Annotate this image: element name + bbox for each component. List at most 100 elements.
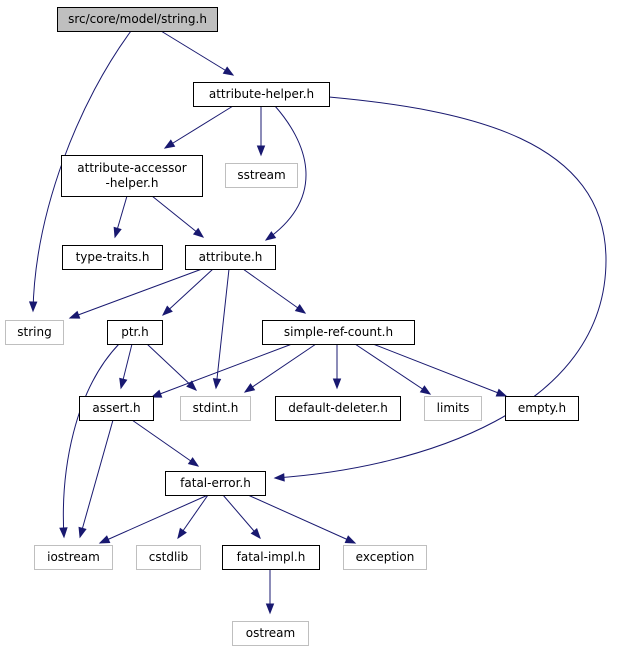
node-label: simple-ref-count.h <box>284 325 393 339</box>
arrowhead-icon <box>119 377 128 390</box>
nodes-layer: src/core/model/string.h attribute-helper.… <box>5 7 579 646</box>
edge-assert-h-to-fatal-error-h <box>131 419 200 467</box>
node-empty-h[interactable]: empty.h <box>505 396 579 421</box>
node-box <box>225 163 298 188</box>
edge-line <box>274 96 607 479</box>
node-label: iostream <box>47 550 100 564</box>
node-box <box>275 396 401 421</box>
node-box <box>232 621 309 646</box>
node-box <box>62 245 163 270</box>
node-attribute-helper-h[interactable]: attribute-helper.h <box>193 82 330 107</box>
node-label: empty.h <box>518 401 566 415</box>
edge-simple-ref-count-h-to-limits <box>354 343 432 395</box>
edge-attribute-helper-h-to-attribute-h <box>264 105 307 241</box>
edge-line <box>69 268 203 319</box>
edge-attribute-h-to-ptr-h <box>161 268 214 316</box>
edge-line <box>146 343 197 391</box>
node-simple-ref-count-h[interactable]: simple-ref-count.h <box>262 320 415 345</box>
edge-attribute-helper-h-to-fatal-error-h <box>273 96 607 482</box>
edge-line <box>160 30 234 76</box>
edge-line <box>354 343 431 395</box>
edge-attribute-accessor-helper-h-to-attribute-h <box>151 195 205 238</box>
arrowhead-icon <box>177 527 187 540</box>
edge-simple-ref-count-h-to-stdint-h <box>243 343 317 393</box>
edge-assert-h-to-iostream <box>78 419 114 539</box>
node-box <box>180 396 251 421</box>
arrowhead-icon <box>187 457 200 467</box>
edge-fatal-error-h-to-fatal-impl-h <box>222 494 261 540</box>
edge-attribute-helper-h-to-sstream <box>256 106 266 157</box>
node-box <box>136 545 201 570</box>
edge-line <box>247 494 356 544</box>
node-label: sstream <box>237 168 285 182</box>
arrowhead-icon <box>78 526 87 539</box>
node-type-traits-h[interactable]: type-traits.h <box>62 245 163 270</box>
arrowhead-icon <box>294 304 307 314</box>
edge-simple-ref-count-h-to-assert-h <box>150 343 293 398</box>
edge-attribute-h-to-simple-ref-count-h <box>242 268 307 314</box>
node-label: stdint.h <box>193 401 239 415</box>
arrowhead-icon <box>495 388 508 397</box>
node-stdint-h: stdint.h <box>180 396 251 421</box>
node-limits: limits <box>424 396 482 421</box>
node-label: -helper.h <box>106 176 159 190</box>
edge-line <box>265 105 307 241</box>
arrowhead-icon <box>264 231 277 241</box>
node-label: assert.h <box>92 401 140 415</box>
node-box <box>424 396 482 421</box>
node-iostream: iostream <box>34 545 113 570</box>
node-box <box>5 320 64 345</box>
edge-line <box>99 494 209 544</box>
arrowhead-icon <box>250 528 261 540</box>
node-label: src/core/model/string.h <box>68 12 207 26</box>
node-label: attribute-accessor <box>77 161 186 175</box>
node-fatal-impl-h[interactable]: fatal-impl.h <box>222 545 320 570</box>
node-label: cstdlib <box>149 550 188 564</box>
arrowhead-icon <box>150 389 163 398</box>
edge-line <box>131 419 199 467</box>
edge-attribute-accessor-helper-h-to-type-traits-h <box>113 195 128 239</box>
node-box <box>34 545 113 570</box>
arrowhead-icon <box>419 385 432 395</box>
edge-line <box>151 195 204 238</box>
node-box <box>193 82 330 107</box>
node-ostream: ostream <box>232 621 309 646</box>
node-exception: exception <box>343 545 427 570</box>
node-label: type-traits.h <box>76 250 150 264</box>
edge-simple-ref-count-h-to-default-deleter-h <box>332 344 342 390</box>
node-attribute-accessor-helper-h[interactable]: attribute-accessor-helper.h <box>61 155 203 197</box>
node-label: ostream <box>246 626 295 640</box>
node-assert-h[interactable]: assert.h <box>79 396 154 421</box>
edge-ptr-h-to-assert-h <box>119 343 133 390</box>
node-box <box>165 471 266 496</box>
arrowhead-icon <box>222 66 235 76</box>
edge-line <box>162 268 214 316</box>
edge-line <box>244 343 317 393</box>
edge-line <box>62 343 120 538</box>
node-label: attribute-helper.h <box>209 87 314 101</box>
node-default-deleter-h[interactable]: default-deleter.h <box>275 396 401 421</box>
node-box <box>107 320 163 345</box>
node-fatal-error-h[interactable]: fatal-error.h <box>165 471 266 496</box>
edge-line <box>372 343 507 397</box>
node-ptr-h[interactable]: ptr.h <box>107 320 163 345</box>
node-label: fatal-error.h <box>180 476 251 490</box>
edge-line <box>242 268 306 314</box>
node-box <box>61 155 203 197</box>
node-string-h[interactable]: src/core/model/string.h <box>57 7 218 32</box>
edge-line <box>164 105 234 149</box>
edge-fatal-impl-h-to-ostream <box>265 569 275 615</box>
edge-ptr-h-to-iostream <box>59 343 120 539</box>
arrowhead-icon <box>243 383 256 393</box>
node-label: limits <box>437 401 470 415</box>
edge-line <box>215 268 230 389</box>
arrowhead-icon <box>256 145 266 157</box>
edge-fatal-error-h-to-cstdlib <box>177 494 209 540</box>
edges-layer <box>28 30 607 615</box>
arrowhead-icon <box>59 527 68 539</box>
arrowhead-icon <box>68 310 81 319</box>
arrowhead-icon <box>28 301 38 313</box>
node-label: attribute.h <box>199 250 263 264</box>
node-attribute-h[interactable]: attribute.h <box>185 245 276 270</box>
